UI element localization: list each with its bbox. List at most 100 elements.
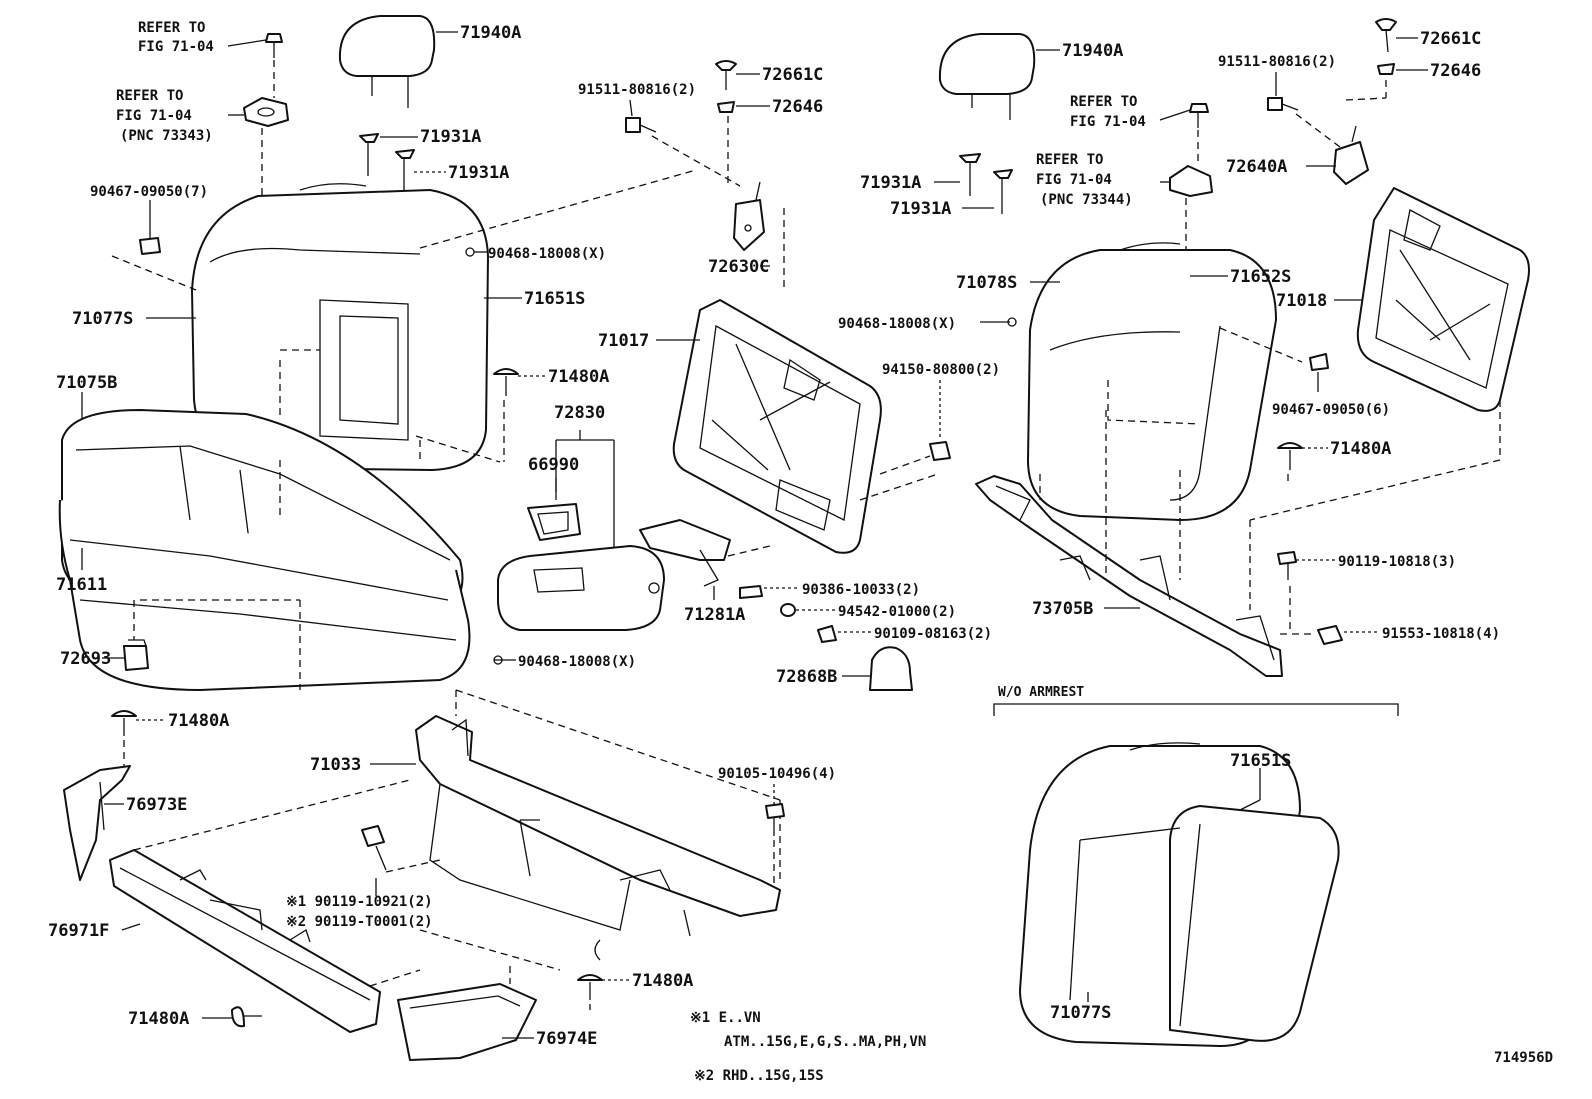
cover-76973E-drawing xyxy=(63,765,131,881)
bolt-90386 xyxy=(739,585,763,599)
label-76973E: 76973E xyxy=(126,795,187,815)
bolt-90119-center xyxy=(361,825,387,871)
label-71077S-left: 71077S xyxy=(72,309,133,329)
label-71281A: 71281A xyxy=(684,605,745,625)
label-71018: 71018 xyxy=(1276,291,1327,311)
headrest-right-drawing xyxy=(938,33,1036,120)
hook-72693 xyxy=(123,639,149,671)
label-90467-7: 90467-09050(7) xyxy=(90,184,208,200)
clip-90467-left xyxy=(139,237,161,255)
pin-71931A-4 xyxy=(993,169,1013,214)
guide-72661C-left xyxy=(715,60,737,90)
label-71078S: 71078S xyxy=(956,273,1017,293)
cushion-71075B-drawing xyxy=(58,409,471,691)
clip-71480A-4 xyxy=(231,1006,262,1028)
pin-71931A-1 xyxy=(359,133,379,176)
label-71077S-right: 71077S xyxy=(1050,1003,1111,1023)
label-72868B: 72868B xyxy=(776,667,837,687)
label-90468-2: 90468-18008(X) xyxy=(518,654,636,670)
label-72661C-left: 72661C xyxy=(762,65,823,85)
guide-bracket-left xyxy=(243,97,289,127)
headrest-left-drawing xyxy=(338,15,436,108)
bolt-91553 xyxy=(1317,625,1343,645)
label-72646-left: 72646 xyxy=(772,97,823,117)
label-73705B: 73705B xyxy=(1032,599,1093,619)
lock-72630C xyxy=(733,181,765,251)
seatback-71078S-drawing xyxy=(1027,242,1277,521)
label-71931A-3: 71931A xyxy=(860,173,921,193)
cover-72868B xyxy=(869,646,913,691)
label-72830: 72830 xyxy=(554,403,605,423)
label-90109: 90109-08163(2) xyxy=(874,626,992,642)
label-71480A-4: 71480A xyxy=(128,1009,189,1029)
label-90468-3: 90468-18008(X) xyxy=(838,316,956,332)
label-66990: 66990 xyxy=(528,455,579,475)
label-72693: 72693 xyxy=(60,649,111,669)
label-90105: 90105-10496(4) xyxy=(718,766,836,782)
refer-mid-line2: FIG 71-04 xyxy=(1070,114,1146,130)
label-91511-left: 91511-80816(2) xyxy=(578,82,696,98)
washer-94542 xyxy=(780,603,796,617)
guide-72646-right xyxy=(1377,63,1395,75)
frame-71018-drawing xyxy=(1356,187,1530,412)
label-90119-a: ※1 90119-10921(2) xyxy=(286,894,433,910)
label-94150: 94150-80800(2) xyxy=(882,362,1000,378)
label-71940A-right: 71940A xyxy=(1062,41,1123,61)
label-71480A-5: 71480A xyxy=(632,971,693,991)
note-2: ※2 RHD..15G,15S xyxy=(694,1068,824,1084)
clip-71480A-1 xyxy=(493,368,519,396)
cupholder-66990 xyxy=(527,503,581,541)
bolt-refer-left xyxy=(265,33,283,58)
note-1: ※1 E..VN xyxy=(690,1010,761,1026)
refer-mid2-line2: FIG 71-04 xyxy=(1036,172,1112,188)
hinge-71281A xyxy=(639,519,731,587)
bolt-90119-right xyxy=(1277,551,1297,580)
refer-mid2-line3: (PNC 73344) xyxy=(1040,192,1133,208)
refer-left-line1: REFER TO xyxy=(138,20,205,36)
label-71651S-left: 71651S xyxy=(524,289,585,309)
label-90119-3: 90119-10818(3) xyxy=(1338,554,1456,570)
bolt-91511-right xyxy=(1267,97,1299,111)
label-71611: 71611 xyxy=(56,575,107,595)
diagram-id: 714956D xyxy=(1494,1050,1553,1066)
bolt-refer-mid xyxy=(1189,103,1209,128)
note-1b: ATM..15G,E,G,S..MA,PH,VN xyxy=(724,1034,926,1050)
label-72646-right: 72646 xyxy=(1430,61,1481,81)
label-71931A-2: 71931A xyxy=(448,163,509,183)
frame-71017-drawing xyxy=(672,299,882,554)
nut-94150 xyxy=(929,441,951,461)
armrest-72830-drawing xyxy=(497,545,665,631)
label-71075B: 71075B xyxy=(56,373,117,393)
pin-71931A-2 xyxy=(395,149,415,194)
clip-71480A-3 xyxy=(111,710,137,736)
guide-72646-left xyxy=(717,101,735,113)
label-91553: 91553-10818(4) xyxy=(1382,626,1500,642)
refer-mid-line1: REFER TO xyxy=(1070,94,1137,110)
label-90386: 90386-10033(2) xyxy=(802,582,920,598)
label-71033: 71033 xyxy=(310,755,361,775)
frame-71033-drawing xyxy=(415,715,781,961)
label-71652S: 71652S xyxy=(1230,267,1291,287)
bolt-91511-left xyxy=(625,117,657,133)
label-71480A-1: 71480A xyxy=(548,367,609,387)
pin-71931A-3 xyxy=(959,153,981,196)
label-71017: 71017 xyxy=(598,331,649,351)
label-71480A-2: 71480A xyxy=(1330,439,1391,459)
label-90467-6: 90467-09050(6) xyxy=(1272,402,1390,418)
label-76971F: 76971F xyxy=(48,921,109,941)
label-71480A-3: 71480A xyxy=(168,711,229,731)
label-72640A: 72640A xyxy=(1226,157,1287,177)
refer-left2-line1: REFER TO xyxy=(116,88,183,104)
label-71931A-4: 71931A xyxy=(890,199,951,219)
bracket-73705B-drawing xyxy=(975,475,1283,677)
refer-left-line2: FIG 71-04 xyxy=(138,39,214,55)
section-wo-armrest-title: W/O ARMREST xyxy=(998,685,1084,700)
label-71940A-left: 71940A xyxy=(460,23,521,43)
guide-72661C-right xyxy=(1375,18,1397,53)
label-72661C-right: 72661C xyxy=(1420,29,1481,49)
bolt-90105 xyxy=(765,803,785,836)
clip-90467-right xyxy=(1309,353,1329,371)
label-90468-1: 90468-18008(X) xyxy=(488,246,606,262)
label-71931A-1: 71931A xyxy=(420,127,481,147)
bolt-90109 xyxy=(817,625,837,643)
